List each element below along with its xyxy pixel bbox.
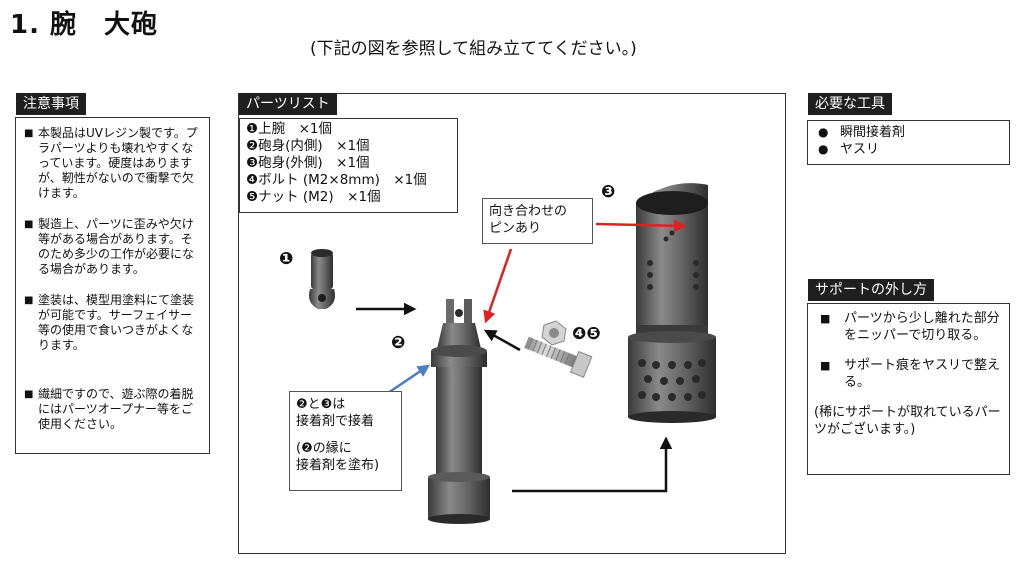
notes-panel: 本製品はUVレジン製です。プラパーツよりも壊れやすくなっています。硬度はあります… — [15, 117, 210, 454]
glue-callout-line: ❷と❸は — [296, 397, 346, 412]
marker-part45: ❹❺ — [572, 324, 601, 344]
parts-item: ❺ナット (M2) ×1個 — [246, 189, 381, 205]
marker-part1: ❶ — [279, 249, 294, 269]
tools-list: 瞬間接着剤 ヤスリ — [812, 124, 1005, 158]
tools-label: 必要な工具 — [808, 93, 892, 115]
marker-part2: ❷ — [391, 333, 406, 353]
parts-item: ❸砲身(外側) ×1個 — [246, 155, 370, 171]
assembly-diagram — [309, 183, 716, 524]
support-footnote: (稀にサポートが取れているパーツがございます。) — [814, 405, 1001, 437]
notes-label: 注意事項 — [16, 93, 86, 115]
part-bolt — [524, 336, 593, 378]
glue-callout-line: 接着剤で接着 — [296, 414, 375, 429]
parts-label: パーツリスト — [239, 93, 337, 115]
support-label: サポートの外し方 — [808, 279, 934, 301]
notes-list: 本製品はUVレジン製です。プラパーツよりも壊れやすくなっています。硬度はあります… — [24, 126, 201, 432]
glue-callout-line: (❷の縁に — [296, 441, 352, 456]
part-upper-arm — [309, 249, 335, 309]
page-subtitle: (下記の図を参照して組み立ててください。) — [310, 39, 637, 59]
arrow-pin-outer — [595, 219, 687, 233]
part-inner-barrel — [428, 299, 490, 524]
note-item: 塗装は、模型用塗料にて塗装が可能です。サーフェイサー等の使用で食いつきがよくなり… — [24, 293, 201, 353]
pin-callout: 向き合わせの ピンあり — [482, 198, 593, 244]
note-item: 本製品はUVレジン製です。プラパーツよりも壊れやすくなっています。硬度はあります… — [24, 126, 201, 201]
support-item: パーツから少し離れた部分をニッパーで切り取る。 — [814, 310, 1003, 344]
marker-part3: ❸ — [601, 182, 616, 202]
glue-callout-line: 接着剤を塗布) — [296, 458, 380, 473]
parts-list: ❶上腕 ×1個 ❷砲身(内側) ×1個 ❸砲身(外側) ×1個 ❹ボルト (M2… — [239, 118, 458, 213]
page-title: 1. 腕 大砲 — [10, 10, 159, 40]
note-item: 製造上、パーツに歪みや欠け等がある場合があります。そのため多少の工作が必要になる… — [24, 217, 201, 277]
pin-callout-line: 向き合わせの — [489, 204, 568, 219]
parts-item: ❹ボルト (M2×8mm) ×1個 — [246, 172, 427, 188]
glue-callout-spacer — [296, 430, 395, 440]
part-nut — [541, 320, 567, 346]
arrow-glue-rim — [387, 364, 431, 395]
pin-callout-line: ピンあり — [489, 221, 542, 236]
support-list: パーツから少し離れた部分をニッパーで切り取る。 サポート痕をヤスリで整える。 — [814, 310, 1003, 391]
arrow-pin-inner — [483, 248, 513, 324]
arrow-bolt-to-clevis — [483, 329, 521, 352]
support-panel: パーツから少し離れた部分をニッパーで切り取る。 サポート痕をヤスリで整える。 (… — [807, 303, 1010, 475]
parts-item: ❶上腕 ×1個 — [246, 121, 333, 137]
tools-panel: 瞬間接着剤 ヤスリ — [807, 120, 1010, 165]
tool-item: 瞬間接着剤 — [812, 124, 1005, 141]
parts-item: ❷砲身(内側) ×1個 — [246, 138, 370, 154]
support-item: サポート痕をヤスリで整える。 — [814, 357, 1003, 391]
arrow-part2-to-part3 — [512, 436, 673, 493]
glue-callout: ❷と❸は 接着剤で接着 (❷の縁に 接着剤を塗布) — [289, 391, 402, 491]
part-outer-barrel — [628, 183, 716, 423]
tool-item: ヤスリ — [812, 141, 1005, 158]
note-item: 繊細ですので、遊ぶ際の着脱にはパーツオープナー等をご使用ください。 — [24, 387, 201, 432]
